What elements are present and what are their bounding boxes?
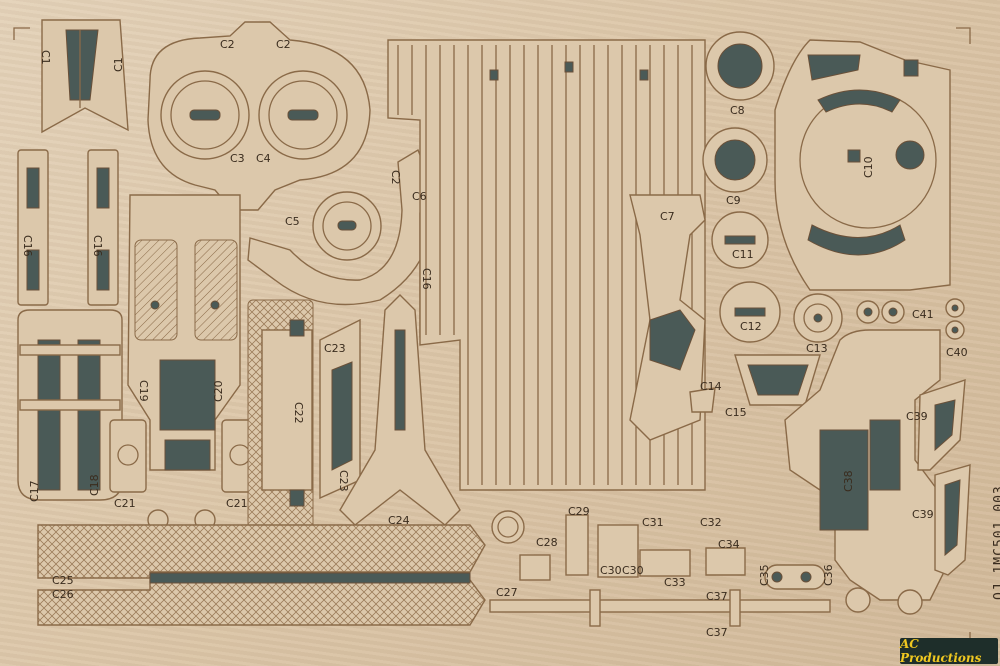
part-label: C29 [568, 505, 590, 518]
part-c10 [774, 39, 951, 291]
part-label: C15 [725, 406, 747, 419]
part-label: C2 [389, 170, 402, 185]
part-c17-c18-rails [17, 309, 123, 501]
part-label: C28 [536, 536, 558, 549]
part-label: C23 [337, 470, 350, 492]
watermark-text: AC Productions [900, 637, 982, 665]
watermark-logo: AC Productions [900, 637, 998, 665]
part-c40-c41 [856, 298, 965, 340]
part-c14-c15 [689, 354, 821, 413]
part-small-bottom [489, 510, 831, 627]
part-label: C14 [700, 380, 722, 393]
part-c25-c26 [37, 524, 486, 626]
part-label: C25 [52, 574, 74, 587]
part-label: C35 [758, 564, 771, 586]
part-label: C21 [226, 497, 248, 510]
part-label: C13 [806, 342, 828, 355]
part-label: C6 [412, 190, 427, 203]
part-label: C26 [52, 588, 74, 601]
part-label: C40 [946, 346, 968, 359]
part-c1 [41, 19, 129, 134]
part-label: C39 [906, 410, 928, 423]
part-label: C24 [388, 514, 410, 527]
part-label: C1 [112, 57, 125, 72]
part-label: C27 [496, 586, 518, 599]
part-label: C30 [622, 564, 644, 577]
part-c7 [629, 194, 706, 441]
part-label: C30 [600, 564, 622, 577]
part-label: C16 [420, 268, 433, 290]
part-label: C2 [220, 38, 235, 51]
part-label: C36 [822, 564, 835, 586]
part-label: C41 [912, 308, 934, 321]
part-label: C4 [256, 152, 271, 165]
part-c38 [784, 329, 946, 615]
part-label: C33 [664, 576, 686, 589]
part-label: C9 [726, 194, 741, 207]
part-label: C12 [740, 320, 762, 333]
part-label: C16 [91, 235, 104, 257]
part-c22-c23 [247, 299, 361, 531]
part-c16-arms [17, 149, 119, 306]
sheet-code: QJ.1MC501.003 1.9-2.1 MC501-3/5 [992, 485, 1000, 600]
part-label: C38 [842, 470, 855, 492]
part-c39 [917, 379, 971, 576]
part-label: C39 [912, 508, 934, 521]
part-label: C10 [862, 156, 875, 178]
part-label: C37 [706, 590, 728, 603]
part-label: C7 [660, 210, 675, 223]
part-label: C23 [324, 342, 346, 355]
part-label: C17 [28, 480, 41, 502]
part-label: C11 [732, 248, 754, 261]
part-label: C18 [88, 474, 101, 496]
part-label: C3 [230, 152, 245, 165]
part-label: C31 [642, 516, 664, 529]
part-discs [702, 31, 843, 343]
part-label: C20 [212, 380, 225, 402]
part-label: C22 [292, 402, 305, 424]
part-label: C5 [285, 215, 300, 228]
part-label: C8 [730, 104, 745, 117]
part-label: C19 [137, 380, 150, 402]
part-label: C32 [700, 516, 722, 529]
part-gear-frame [147, 21, 371, 211]
part-label: C2 [276, 38, 291, 51]
part-label: C34 [718, 538, 740, 551]
part-label: C37 [706, 626, 728, 639]
part-label: C1 [39, 50, 52, 65]
part-label: C16 [21, 235, 34, 257]
part-label: C21 [114, 497, 136, 510]
